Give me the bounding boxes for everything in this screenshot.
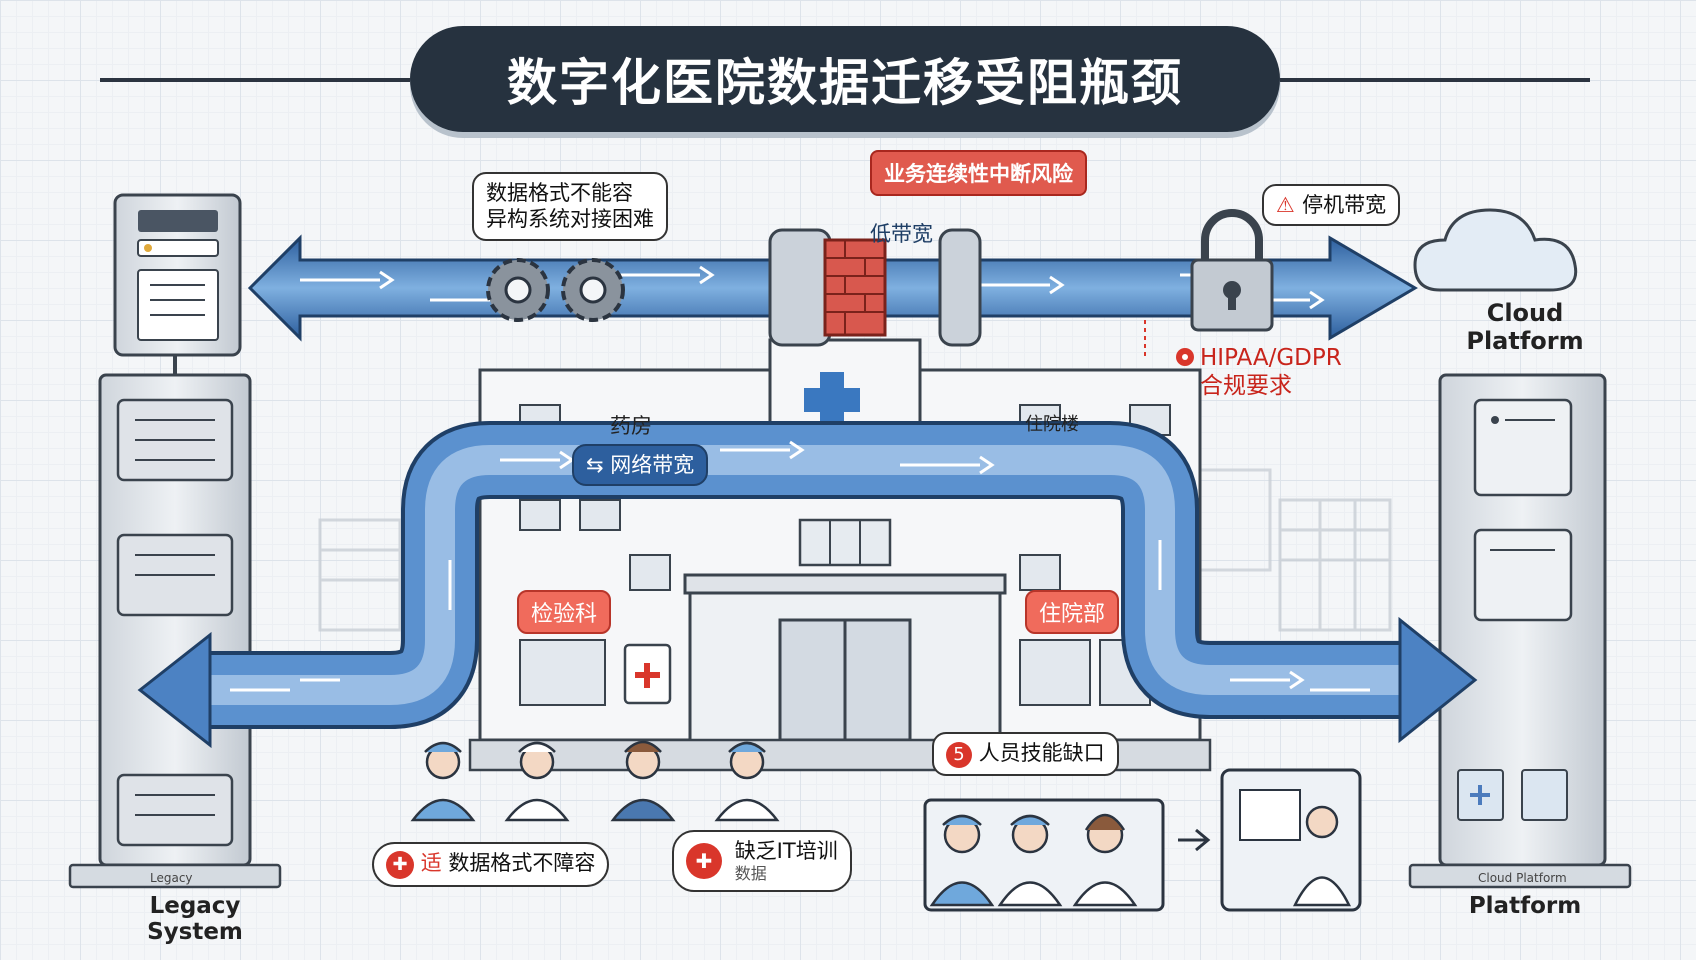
- legacy-server-top: [113, 193, 242, 375]
- background-buildings: [318, 468, 1392, 632]
- platform-tower: [1408, 373, 1632, 889]
- callout-low-bandwidth: 低带宽: [870, 222, 933, 246]
- legacy-system-label: Legacy System: [147, 893, 243, 946]
- staff-number-badge: 5: [946, 742, 972, 768]
- brick-wall-icon: [768, 228, 982, 347]
- platform-label: Platform: [1468, 893, 1582, 919]
- alert-icon: ✚: [386, 851, 414, 879]
- alert-icon: ✚: [686, 843, 722, 880]
- callout-downtime-text: 停机带宽: [1302, 193, 1387, 217]
- callout-format-bottom-prefix: 适: [420, 851, 442, 875]
- legacy-base-label: Legacy: [150, 871, 193, 885]
- callout-staff: 5 人员技能缺口: [932, 732, 1119, 776]
- callout-network-text: 网络带宽: [610, 453, 695, 477]
- callout-network: ⇆ 网络带宽: [572, 444, 709, 487]
- network-icon: ⇆: [586, 453, 611, 477]
- cloud-platform-label-line1: Cloud: [1486, 299, 1564, 327]
- cloud-platform-label: Cloud Platform: [1455, 299, 1595, 355]
- lock-icon: [1190, 209, 1274, 332]
- dept-pharmacy: 药房: [610, 414, 652, 438]
- callout-hipaa-line2: 合规要求: [1200, 372, 1292, 399]
- cloud-icon: [1413, 208, 1578, 292]
- dept-lab: 检验科: [517, 590, 612, 634]
- page-title: 数字化医院数据迁移受阻瓶颈: [507, 54, 1183, 112]
- callout-format-bottom-text: 数据格式不障容: [448, 851, 596, 875]
- staff-icon: [410, 740, 1362, 912]
- callout-format-bottom: ✚ 适 数据格式不障容: [372, 842, 610, 887]
- callout-format-compat-line1: 数据格式不能容: [486, 181, 633, 205]
- callout-format-compat: 数据格式不能容 异构系统对接困难: [472, 172, 668, 241]
- gear-icon: [486, 258, 625, 322]
- callout-training: ✚ 缺乏IT培训 数据: [672, 830, 852, 893]
- dept-inpatient: 住院部: [1025, 590, 1120, 634]
- alert-icon: ⚠: [1276, 193, 1303, 217]
- callout-format-compat-line2: 异构系统对接困难: [486, 207, 654, 232]
- title-banner: 数字化医院数据迁移受阻瓶颈: [410, 26, 1280, 132]
- callout-staff-text: 人员技能缺口: [978, 741, 1105, 765]
- hospital-cross-icon: [804, 372, 860, 428]
- dept-inpatient-sign: 住院楼: [1025, 414, 1079, 435]
- alert-icon: [1144, 320, 1194, 366]
- callout-training-line1: 缺乏IT培训: [734, 839, 838, 863]
- callout-downtime: ⚠ 停机带宽: [1262, 184, 1401, 227]
- cloud-platform-label-line2: Platform: [1466, 326, 1584, 355]
- legacy-tower: [68, 373, 282, 889]
- callout-training-line2: 数据: [734, 864, 767, 884]
- callout-hipaa: HIPAA/GDPR 合规要求: [1200, 345, 1342, 400]
- callout-continuity-tag: 业务连续性中断风险: [870, 150, 1087, 196]
- callout-hipaa-line1: HIPAA/GDPR: [1200, 345, 1342, 371]
- platform-base-label: Cloud Platform: [1478, 871, 1567, 885]
